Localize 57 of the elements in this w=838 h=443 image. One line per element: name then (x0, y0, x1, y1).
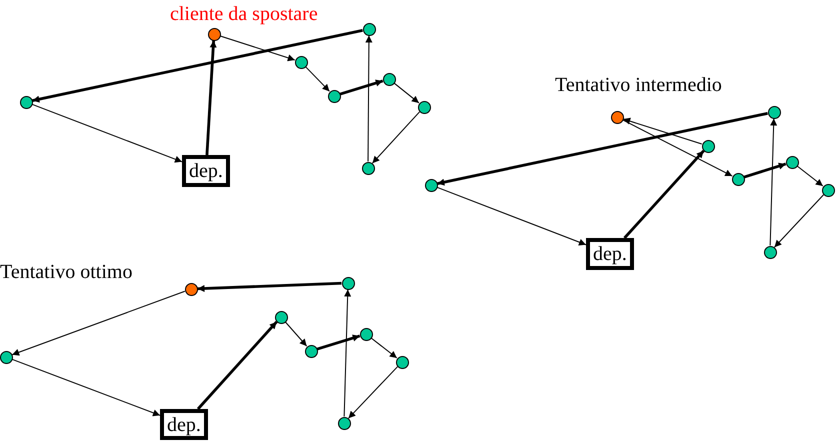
arrow (340, 80, 384, 96)
customer-node (702, 140, 714, 152)
customer-node (342, 276, 354, 290)
customer-node (360, 328, 372, 340)
arrow (770, 118, 778, 246)
customer-node (768, 106, 780, 118)
customer-node (304, 344, 318, 358)
arrow (316, 334, 360, 350)
arrow (32, 28, 363, 103)
arrow (622, 118, 702, 145)
arrow (197, 282, 342, 292)
arrow (436, 186, 586, 246)
panel-heading: Tentativo ottimo (0, 260, 132, 285)
customer-node (418, 100, 430, 114)
arrow (220, 36, 296, 62)
customer-node (20, 96, 32, 108)
arrow (370, 338, 398, 358)
customer-node (328, 90, 340, 102)
annotation-label: cliente da spostare (170, 2, 318, 27)
arrow (348, 366, 398, 419)
customer-node (424, 178, 438, 192)
depot-box: dep. (182, 155, 230, 187)
customer-node (382, 72, 396, 86)
arrow (305, 66, 330, 92)
customer-node-highlighted (184, 282, 198, 296)
arrow (206, 40, 217, 156)
customer-node (362, 162, 374, 174)
arrow (437, 112, 768, 186)
depot-box: dep. (586, 238, 634, 270)
customer-node (822, 184, 834, 196)
customer-node (274, 310, 288, 324)
arrow (774, 194, 824, 248)
arrow (372, 111, 420, 164)
customer-node (338, 416, 350, 430)
arrow (284, 321, 308, 347)
arrow (623, 150, 705, 239)
customer-node-highlighted (610, 110, 624, 124)
arrow (622, 119, 733, 177)
arrow (394, 82, 420, 104)
customer-node (396, 356, 408, 368)
arrow (365, 35, 372, 162)
customer-node (294, 56, 308, 68)
arrow (744, 162, 786, 178)
customer-node (732, 172, 744, 186)
depot-box: dep. (160, 409, 208, 440)
customer-node (786, 156, 798, 168)
arrow (196, 320, 278, 410)
arrow (12, 290, 186, 356)
arrow (12, 358, 160, 416)
customer-node-highlighted (208, 28, 220, 40)
customer-node (362, 22, 376, 36)
panel-heading: Tentativo intermedio (555, 73, 722, 98)
arrow (344, 289, 352, 417)
customer-node (764, 246, 776, 258)
arrow (796, 166, 824, 186)
arrow (32, 104, 182, 163)
customer-node (0, 350, 12, 364)
